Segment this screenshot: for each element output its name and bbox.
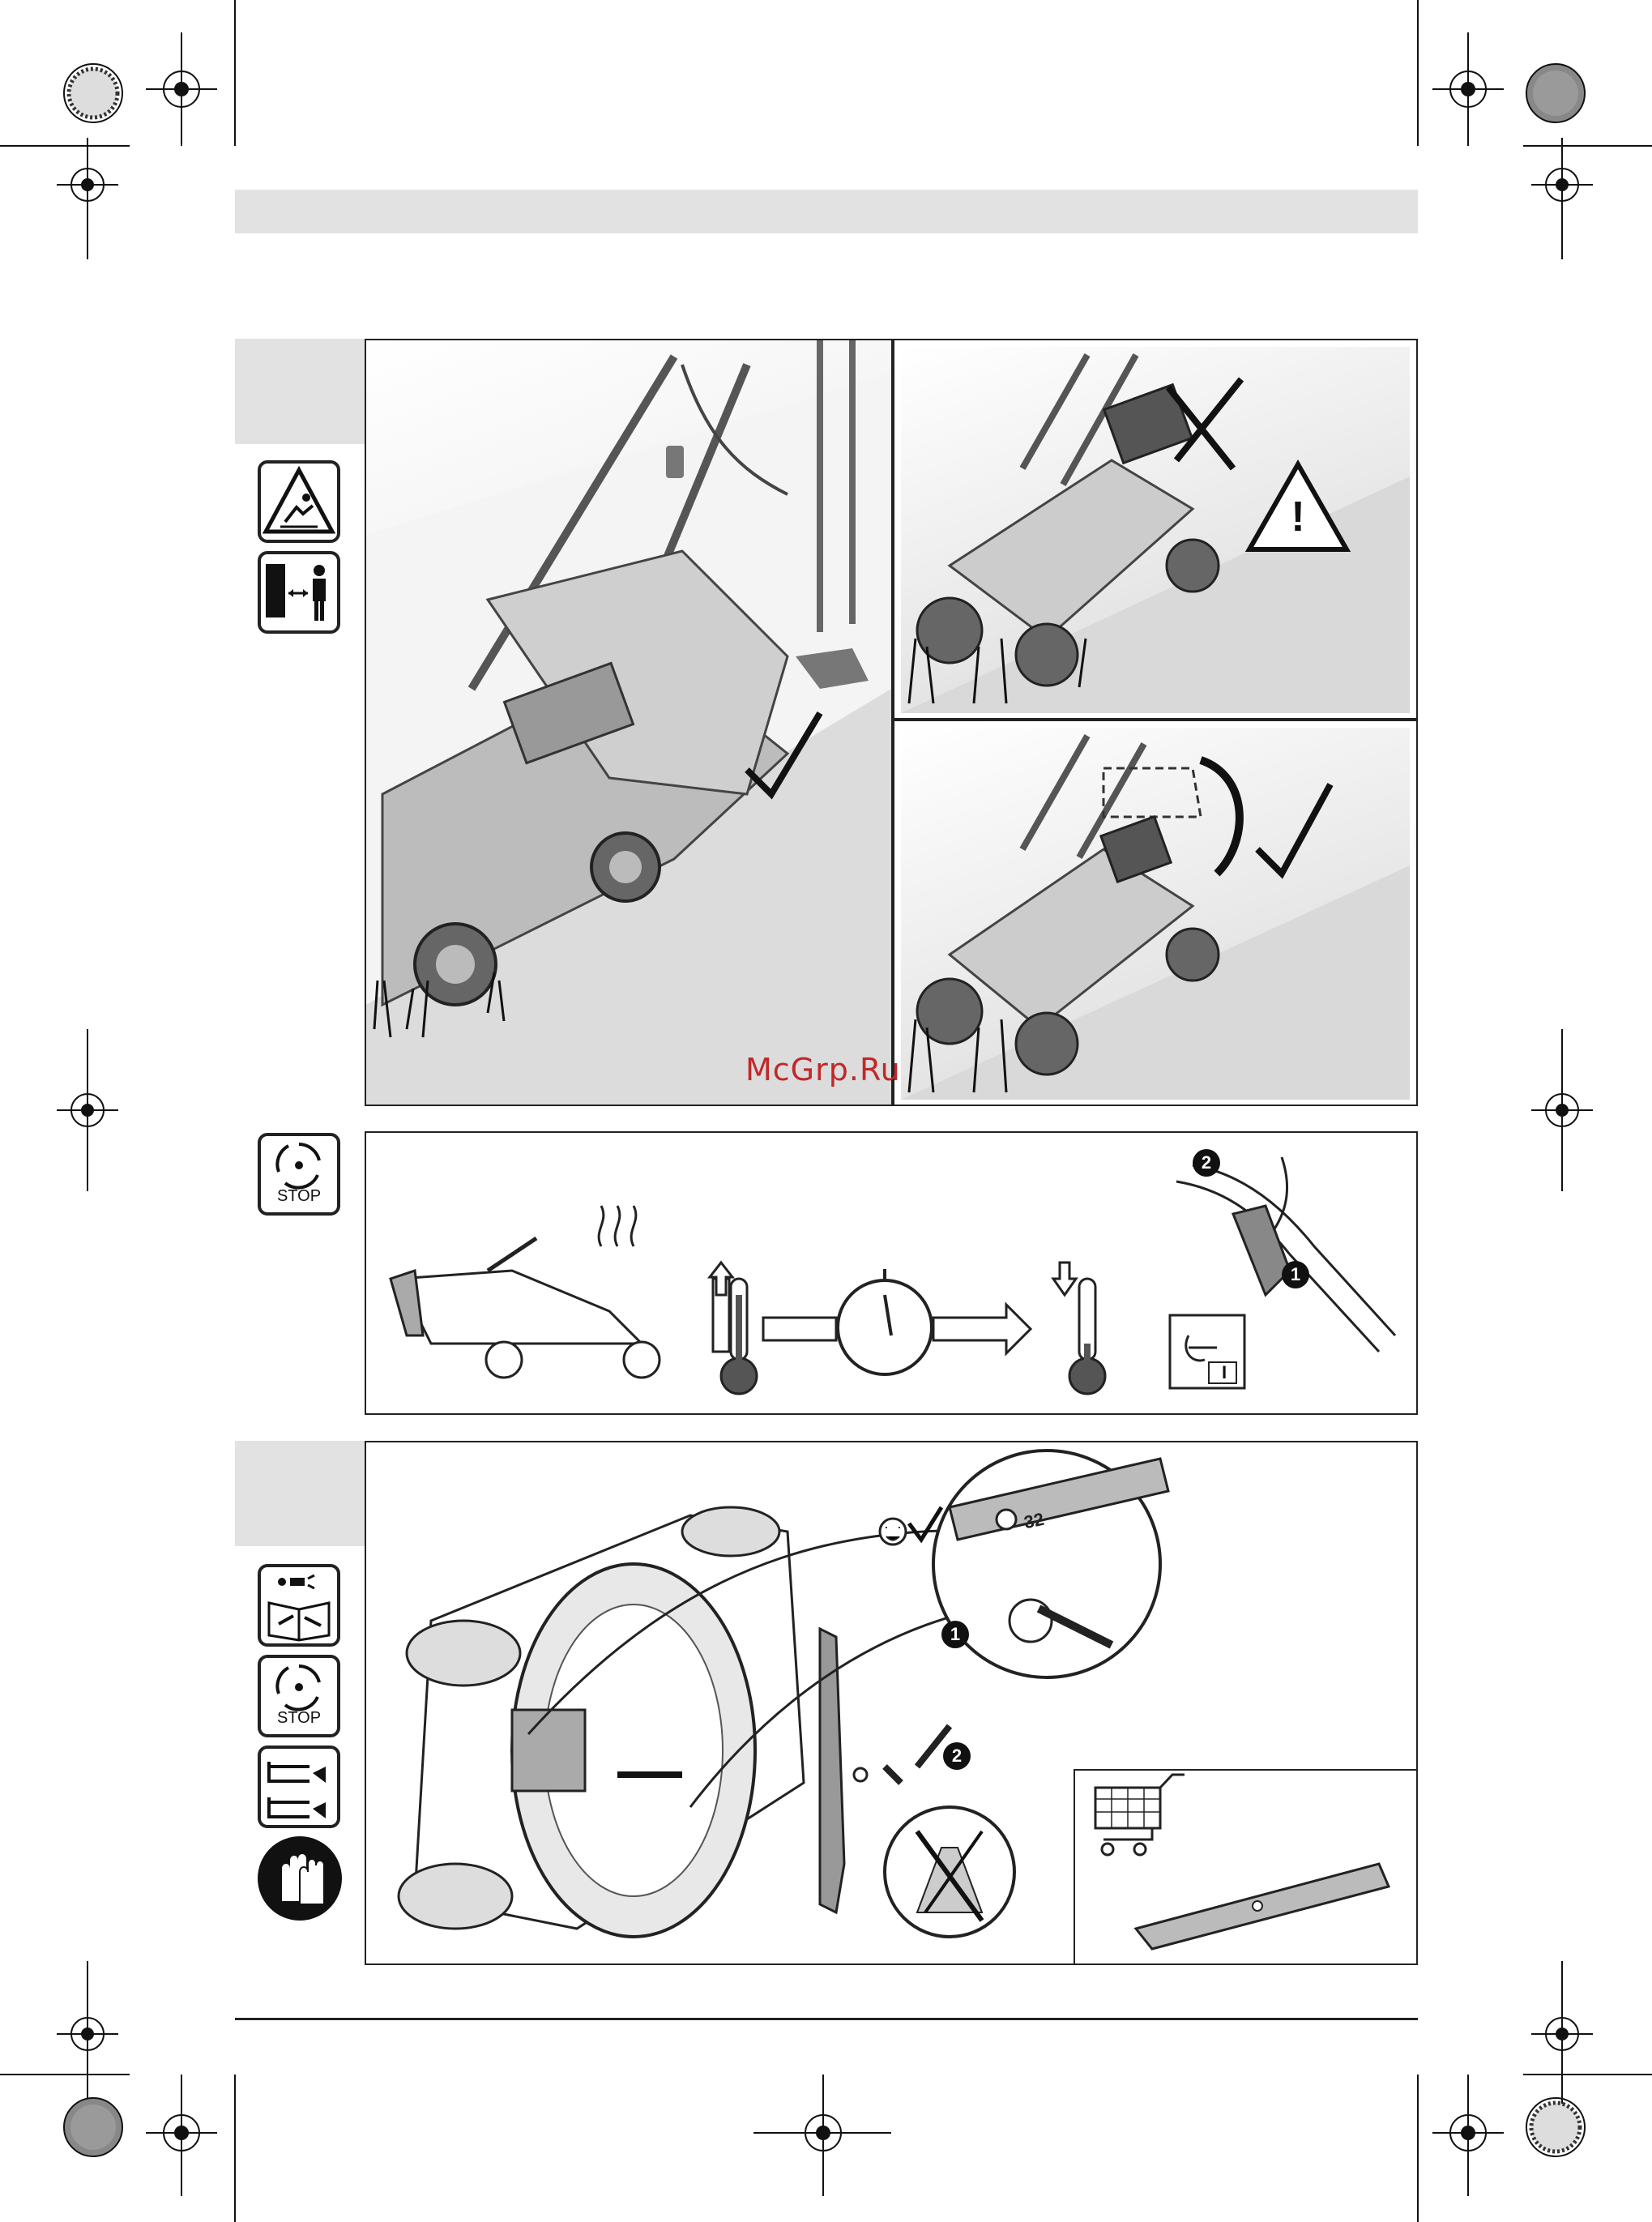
blade-number: 32 [1022, 1509, 1046, 1534]
blade-stop-icon-2: STOP [258, 1655, 340, 1737]
marker-2: 2 [943, 1742, 971, 1770]
blade-replacement-illustration [366, 1442, 1416, 1963]
setting-label: I [1210, 1362, 1238, 1383]
section-tab-blade [235, 1441, 365, 1546]
gloves-icon [258, 1836, 342, 1921]
keep-bystanders-away-icon [258, 551, 340, 634]
temperature-low-icon [1053, 1263, 1105, 1394]
mower-grassbox-removed-illustration [901, 728, 1410, 1100]
watermark: McGrp.Ru [745, 1052, 901, 1087]
marker-1: 1 [941, 1621, 969, 1648]
marker-1: 1 [1282, 1261, 1309, 1288]
panel-cooldown: I 2 1 [365, 1131, 1418, 1415]
section-tab-slope [235, 339, 365, 444]
stop-label: STOP [261, 1709, 337, 1728]
mower-hot-icon [391, 1206, 660, 1378]
stop-label: STOP [261, 1187, 337, 1206]
warning-symbol: ! [1290, 493, 1306, 541]
temperature-high-icon [710, 1263, 757, 1394]
cooldown-sequence-illustration [366, 1133, 1416, 1413]
panel-blade-replace: 32 1 2 [365, 1441, 1418, 1965]
timer-icon [838, 1269, 932, 1374]
unplug-manual-icon [258, 1564, 340, 1647]
blade-stop-icon: STOP [258, 1133, 340, 1216]
mower-on-slope-illustration [366, 340, 891, 1105]
mower-grassbox-wrong-illustration [901, 347, 1410, 713]
panel-slope-wrong: ! [893, 339, 1418, 720]
check-mark-icon [1257, 784, 1330, 874]
sequence-icon [258, 1746, 340, 1828]
marker-2: 2 [1193, 1149, 1220, 1177]
panel-slope-correct [365, 339, 893, 1106]
thrown-object-warning-icon [258, 460, 340, 543]
footer-rule [235, 2018, 1418, 2020]
panel-slope-grassbox-removed [893, 720, 1418, 1106]
